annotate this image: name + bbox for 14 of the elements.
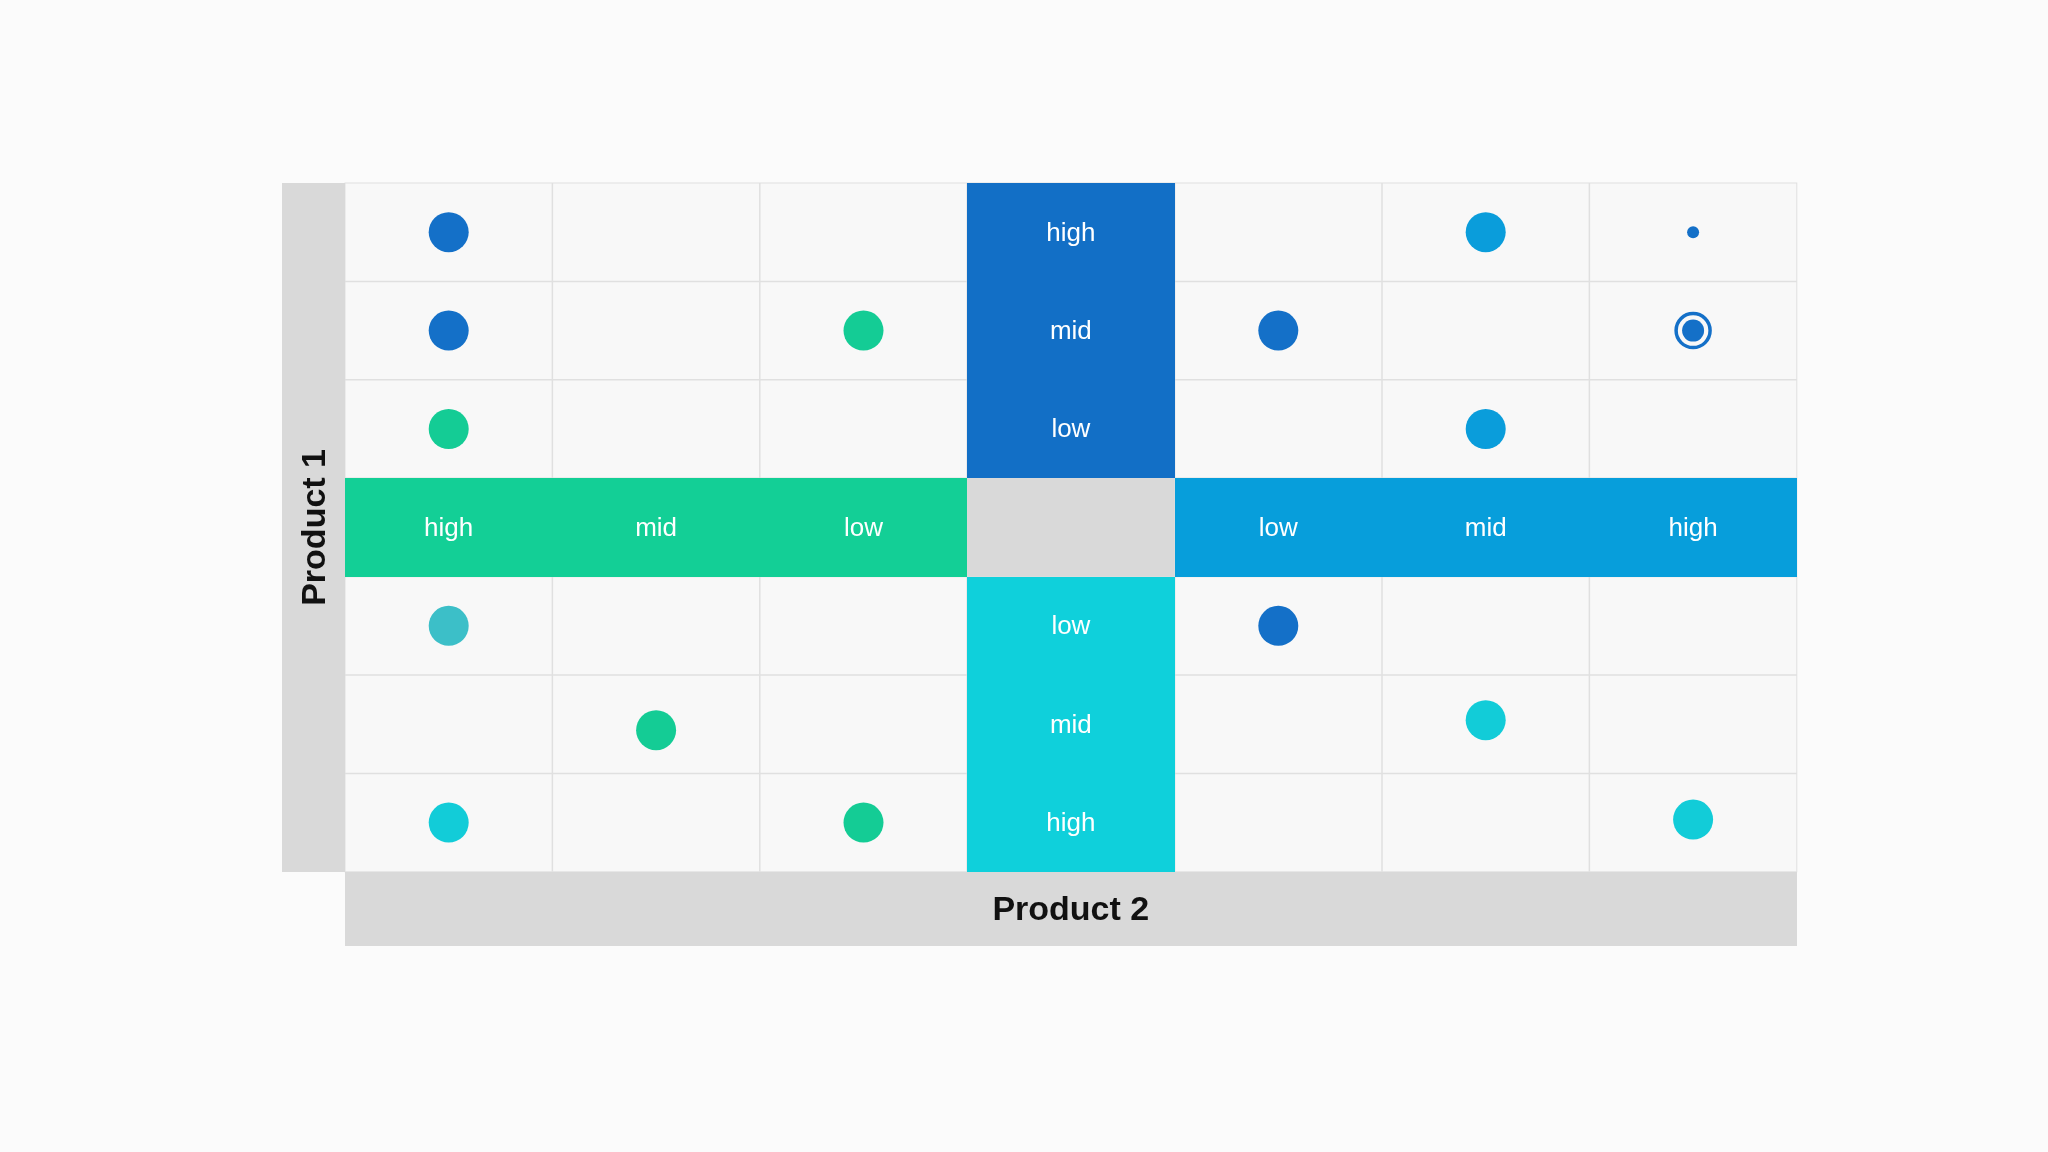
- level-cell: high: [345, 478, 553, 577]
- level-cell: mid: [1382, 478, 1590, 577]
- level-cell: high: [1589, 478, 1797, 577]
- level-cell: low: [967, 379, 1175, 479]
- level-cell: low: [967, 576, 1175, 675]
- level-cell: mid: [967, 675, 1175, 774]
- axis-title: Product 2: [992, 889, 1150, 929]
- level-cell: low: [759, 478, 968, 577]
- level-cell: mid: [967, 281, 1175, 380]
- level-cell: high: [967, 183, 1175, 282]
- level-cell: low: [1174, 478, 1382, 577]
- level-cell: high: [967, 773, 1175, 872]
- level-cell: mid: [552, 478, 760, 577]
- axis-title: Product 1: [294, 448, 333, 606]
